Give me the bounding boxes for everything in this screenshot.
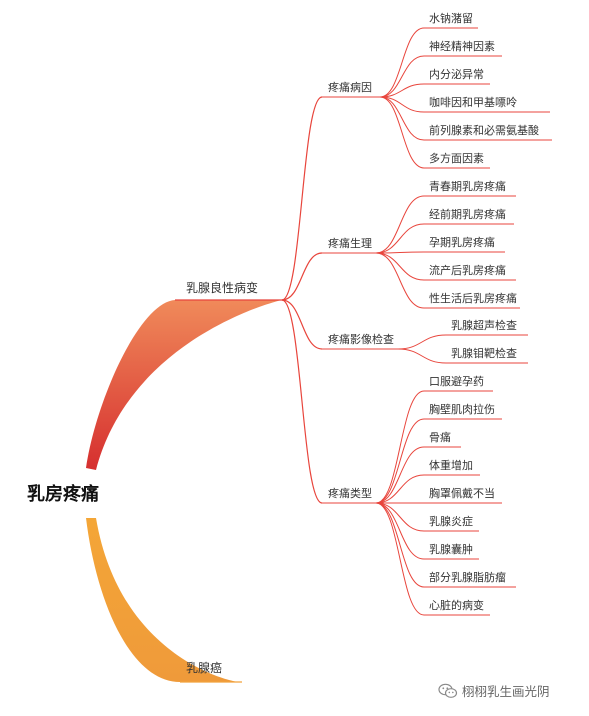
level3-node: 水钠潴留	[429, 11, 473, 25]
level3-node: 内分泌异常	[429, 67, 484, 81]
link-level3	[375, 390, 425, 504]
branch-cancer-label: 乳腺癌	[186, 660, 222, 675]
level3-node: 体重增加	[429, 458, 473, 472]
level3-node: 多方面因素	[429, 151, 484, 165]
link-level3	[379, 96, 425, 169]
link-level3	[379, 96, 425, 141]
level2-node: 疼痛影像检查	[328, 332, 394, 346]
wechat-icon	[438, 683, 458, 698]
link-level2	[281, 299, 323, 504]
link-level3	[379, 55, 425, 98]
level3-node: 神经精神因素	[429, 39, 495, 53]
level3-node: 骨痛	[429, 430, 451, 444]
link-level3	[397, 348, 447, 364]
level3-node: 乳腺钼靶检查	[451, 346, 517, 360]
level3-node: 部分乳腺脂肪瘤	[429, 570, 506, 584]
link-level3	[375, 252, 425, 309]
link-level3	[379, 27, 425, 98]
level3-node: 心脏的病变	[429, 598, 484, 612]
link-level2	[281, 299, 323, 350]
link-level3	[375, 223, 425, 254]
link-level3	[375, 195, 425, 254]
level3-node: 乳腺超声检查	[451, 318, 517, 332]
link-level3	[375, 446, 425, 504]
link-level3	[375, 502, 425, 616]
branch-link-cancer	[86, 518, 242, 683]
level3-node: 乳腺炎症	[429, 514, 473, 528]
level3-node: 青春期乳房疼痛	[429, 179, 506, 193]
level2-node: 疼痛类型	[328, 486, 372, 500]
link-level3	[375, 502, 425, 588]
branch-benign-label: 乳腺良性病变	[186, 280, 258, 295]
watermark-text: 栩栩乳生画光阴	[462, 684, 550, 699]
link-level2	[281, 252, 323, 301]
branch-link-benign	[86, 300, 282, 470]
mindmap-links	[86, 27, 552, 683]
root-node: 乳房疼痛	[27, 483, 99, 505]
level3-node: 孕期乳房疼痛	[429, 235, 495, 249]
level2-node: 疼痛生理	[328, 236, 372, 250]
link-level3	[379, 83, 425, 98]
level3-node: 经前期乳房疼痛	[429, 207, 506, 221]
link-level3	[375, 251, 425, 254]
level3-node: 性生活后乳房疼痛	[429, 291, 517, 305]
link-level3	[397, 334, 447, 350]
level3-node: 乳腺囊肿	[429, 542, 473, 556]
link-level3	[375, 502, 425, 560]
level3-node: 胸壁肌肉拉伤	[429, 402, 495, 416]
level3-node: 胸罩佩戴不当	[429, 486, 495, 500]
level3-node: 前列腺素和必需氨基酸	[429, 123, 539, 137]
level2-node: 疼痛病因	[328, 80, 372, 94]
level3-node: 口服避孕药	[429, 374, 484, 388]
link-level3	[375, 418, 425, 504]
link-level2	[281, 96, 323, 301]
watermark: 栩栩乳生画光阴	[438, 681, 550, 700]
link-level3	[375, 474, 425, 504]
level3-node: 流产后乳房疼痛	[429, 263, 506, 277]
level3-node: 咖啡因和甲基嘌呤	[429, 95, 517, 109]
link-level3	[375, 252, 425, 281]
